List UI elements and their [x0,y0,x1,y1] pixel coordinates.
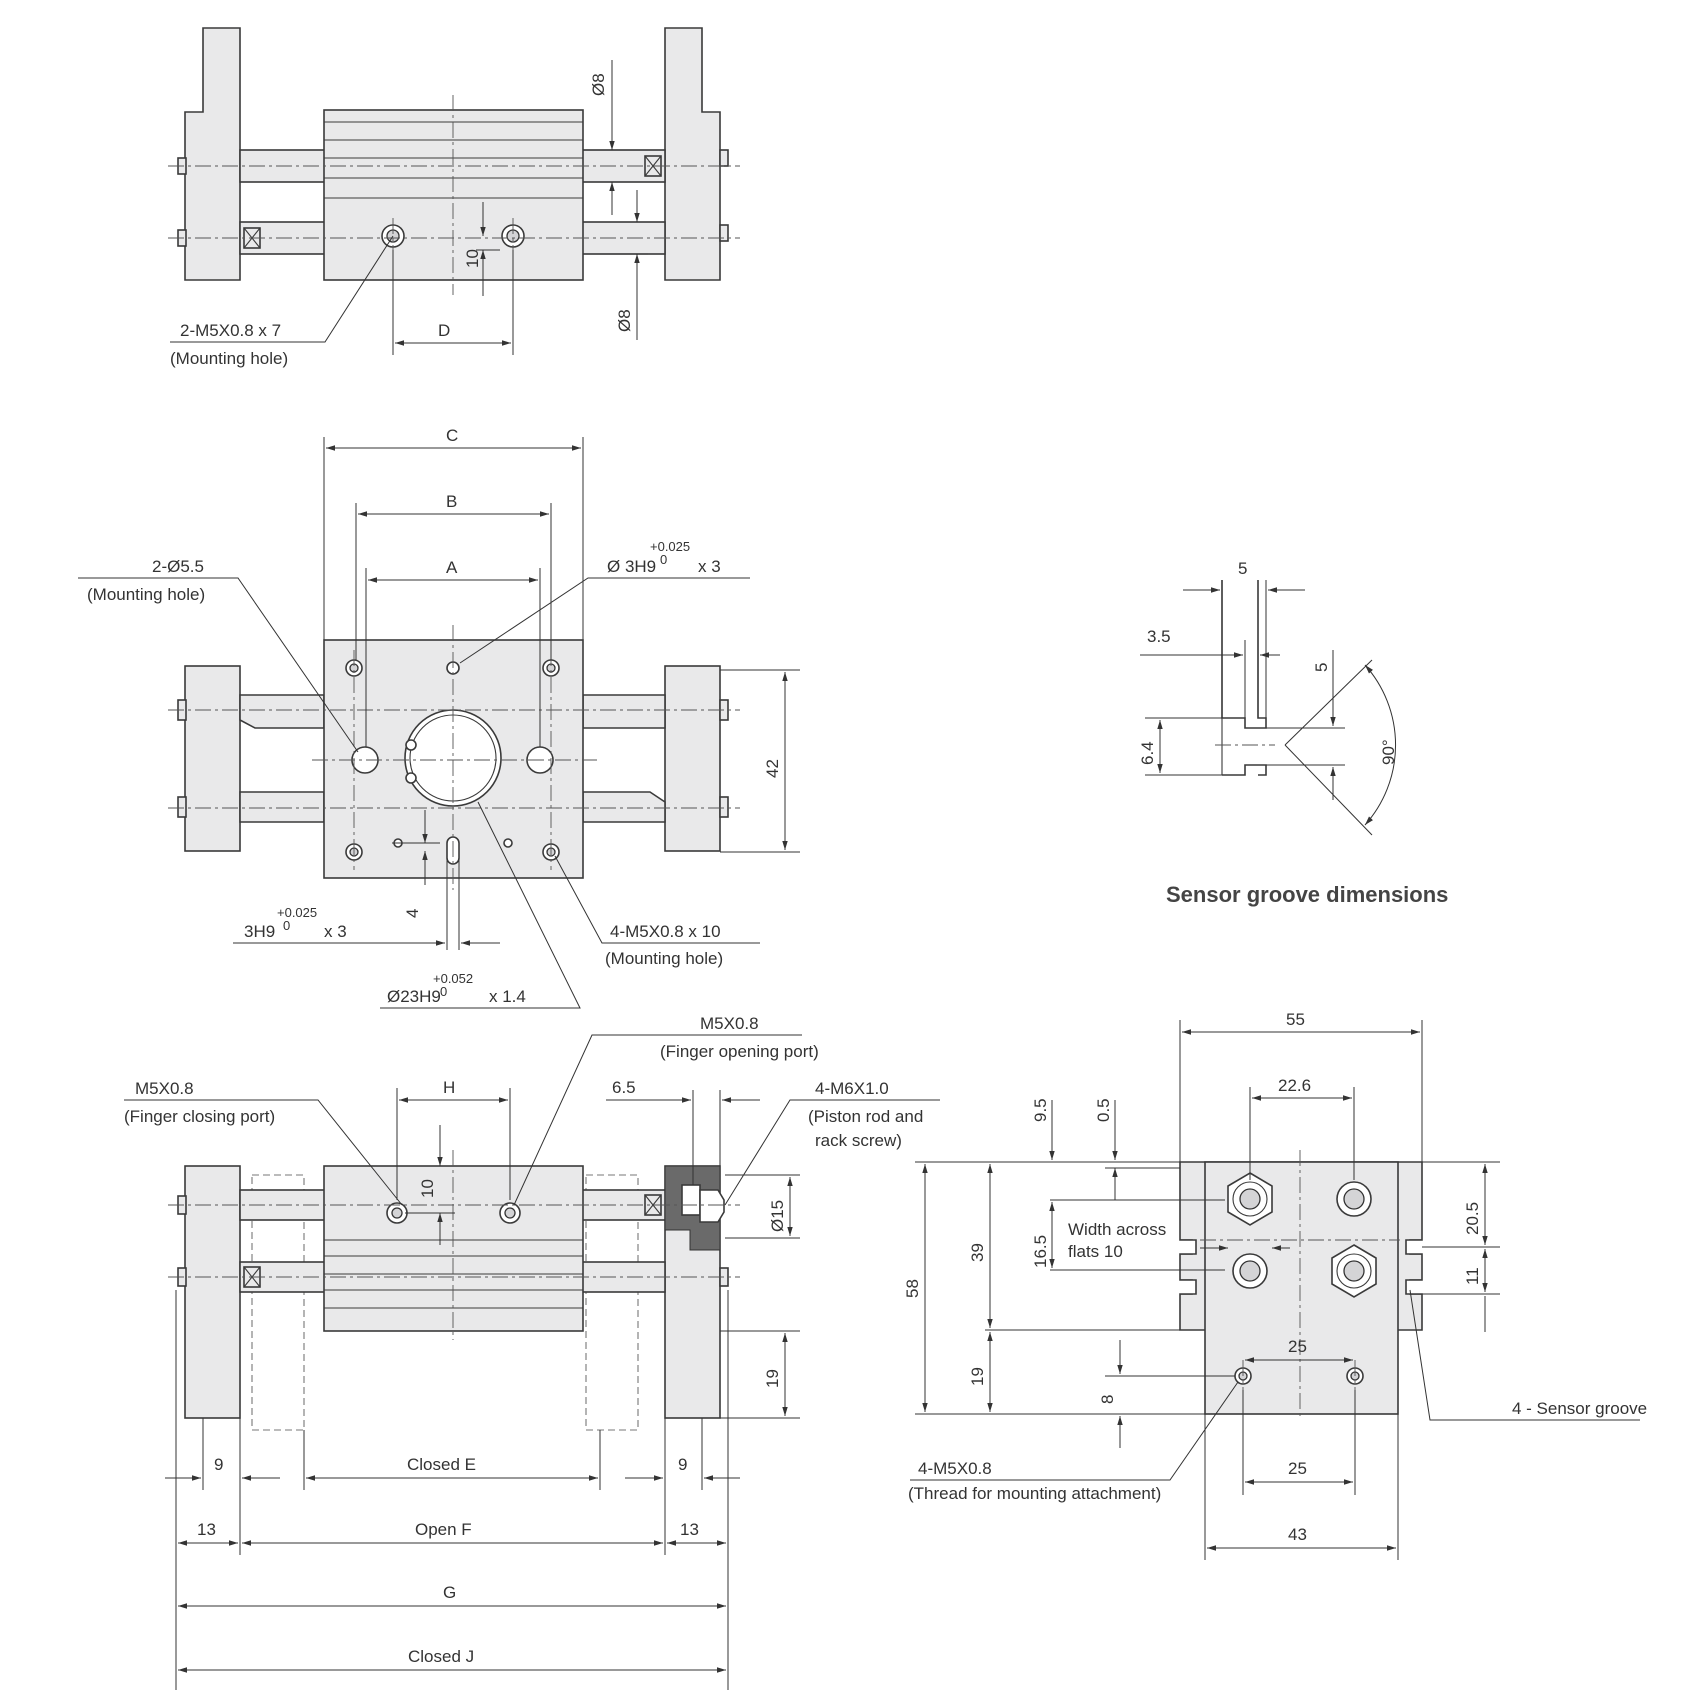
dim-D: D [438,321,450,340]
m5-note: (Mounting hole) [605,949,723,968]
close-port-note: (Finger closing port) [124,1107,275,1126]
width-note-1: Width across [1068,1220,1166,1239]
dim-10-front: 10 [418,1179,437,1198]
open-port-label: M5X0.8 [700,1014,759,1033]
dim-open-F: Open F [415,1520,472,1539]
hole-label: 2-M5X0.8 x 7 [180,321,281,340]
dim-A: A [446,558,458,577]
bore-label: Ø23H9 [387,987,441,1006]
dim-closed-J: Closed J [408,1647,474,1666]
piston-label: 4-M6X1.0 [815,1079,889,1098]
dim-closed-E: Closed E [407,1455,476,1474]
pin2-label: 3H9 [244,922,275,941]
dim-9-5: 9.5 [1031,1098,1050,1122]
front-view: M5X0.8 (Finger closing port) M5X0.8 (Fin… [124,1014,940,1690]
dim-13-left: 13 [197,1520,216,1539]
dim-43: 43 [1288,1525,1307,1544]
dim-phi15: Ø15 [768,1200,787,1232]
piston-note-2: rack screw) [815,1131,902,1150]
dim-10: 10 [463,249,482,268]
dim-B: B [446,492,457,511]
left-jaw [184,1165,241,1419]
dim-55: 55 [1286,1010,1305,1029]
body [323,1165,584,1332]
hex-nut [699,1189,725,1223]
lower-rod [239,791,325,823]
dim-19-side: 19 [968,1367,987,1386]
dim-13-right: 13 [680,1520,699,1539]
dim-5-side: 5 [1312,663,1331,672]
upper-rod [239,694,325,729]
groove-profile [1221,580,1267,729]
thread-note: (Thread for mounting attachment) [908,1484,1161,1503]
side-view: 55 22.6 9.5 0.5 58 39 19 16.5 Width ac [903,1010,1647,1560]
dim-9-right: 9 [678,1455,687,1474]
dim-8: 8 [1098,1395,1117,1404]
upper-rod-right [582,694,666,729]
left-jaw [184,27,241,281]
dim-25-bottom: 25 [1288,1459,1307,1478]
sensor-groove-title: Sensor groove dimensions [1166,882,1448,907]
close-port-label: M5X0.8 [135,1079,194,1098]
left-jaw [184,665,241,852]
phantom-finger-right [585,1174,639,1431]
bore-tol-lower: 0 [440,984,447,999]
dim-90: 90° [1379,739,1398,765]
dim-phi8-upper: Ø8 [589,73,608,96]
hole-note: (Mounting hole) [170,349,288,368]
dim-39: 39 [968,1243,987,1262]
pin-hole [503,838,513,848]
dim-58: 58 [903,1279,922,1298]
dim-H: H [443,1078,455,1097]
dim-G: G [443,1583,456,1602]
dim-11: 11 [1463,1267,1482,1285]
sensor-groove-detail: 5 3.5 6.4 5 90° Sensor groove dimensions [1138,559,1448,907]
lower-rod-right [582,791,666,823]
dim-22-6: 22.6 [1278,1076,1311,1095]
right-jaw [664,665,721,852]
dim-25-inner: 25 [1288,1337,1307,1356]
dim-6-4: 6.4 [1138,741,1157,765]
open-port-note: (Finger opening port) [660,1042,819,1061]
bore-qty: x 1.4 [489,987,526,1006]
sensor-groove-label: 4 - Sensor groove [1512,1399,1647,1418]
mount-hole-label: 2-Ø5.5 [152,557,204,576]
right-jaw [664,27,721,281]
dim-C: C [446,426,458,445]
dim-3-5: 3.5 [1147,627,1171,646]
dim-20-5: 20.5 [1463,1202,1482,1235]
m5-label: 4-M5X0.8 x 10 [610,922,721,941]
dim-16-5: 16.5 [1031,1235,1050,1268]
bore-tol-upper: +0.052 [433,971,473,986]
body [323,109,584,281]
dim-5-top: 5 [1238,559,1247,578]
pin2-tol-lower: 0 [283,918,290,933]
dim-0-5: 0.5 [1094,1098,1113,1122]
phantom-finger-left [251,1174,305,1431]
dim-6-5: 6.5 [612,1078,636,1097]
dim-phi8-lower: Ø8 [615,309,634,332]
middle-view: C B A 2-Ø5.5 (Mounting hole) Ø 3H9 +0.02… [78,426,800,1009]
dim-19-front: 19 [763,1369,782,1388]
top-view: Ø8 Ø8 10 D 2-M5X0.8 x 7 (Mounting hole) [168,27,740,368]
dim-4: 4 [403,909,422,918]
pin-hole-qty: x 3 [698,557,721,576]
pin2-tol-upper: +0.025 [277,905,317,920]
dim-42: 42 [763,759,782,778]
piston-note-1: (Piston rod and [808,1107,923,1126]
thread-label: 4-M5X0.8 [918,1459,992,1478]
mount-hole-note: (Mounting hole) [87,585,205,604]
pin-hole-tol-upper: +0.025 [650,539,690,554]
pin2-qty: x 3 [324,922,347,941]
pin-hole-tol-lower: 0 [660,552,667,567]
pin-hole-label: Ø 3H9 [607,557,656,576]
width-note-2: flats 10 [1068,1242,1123,1261]
dim-9-left: 9 [214,1455,223,1474]
